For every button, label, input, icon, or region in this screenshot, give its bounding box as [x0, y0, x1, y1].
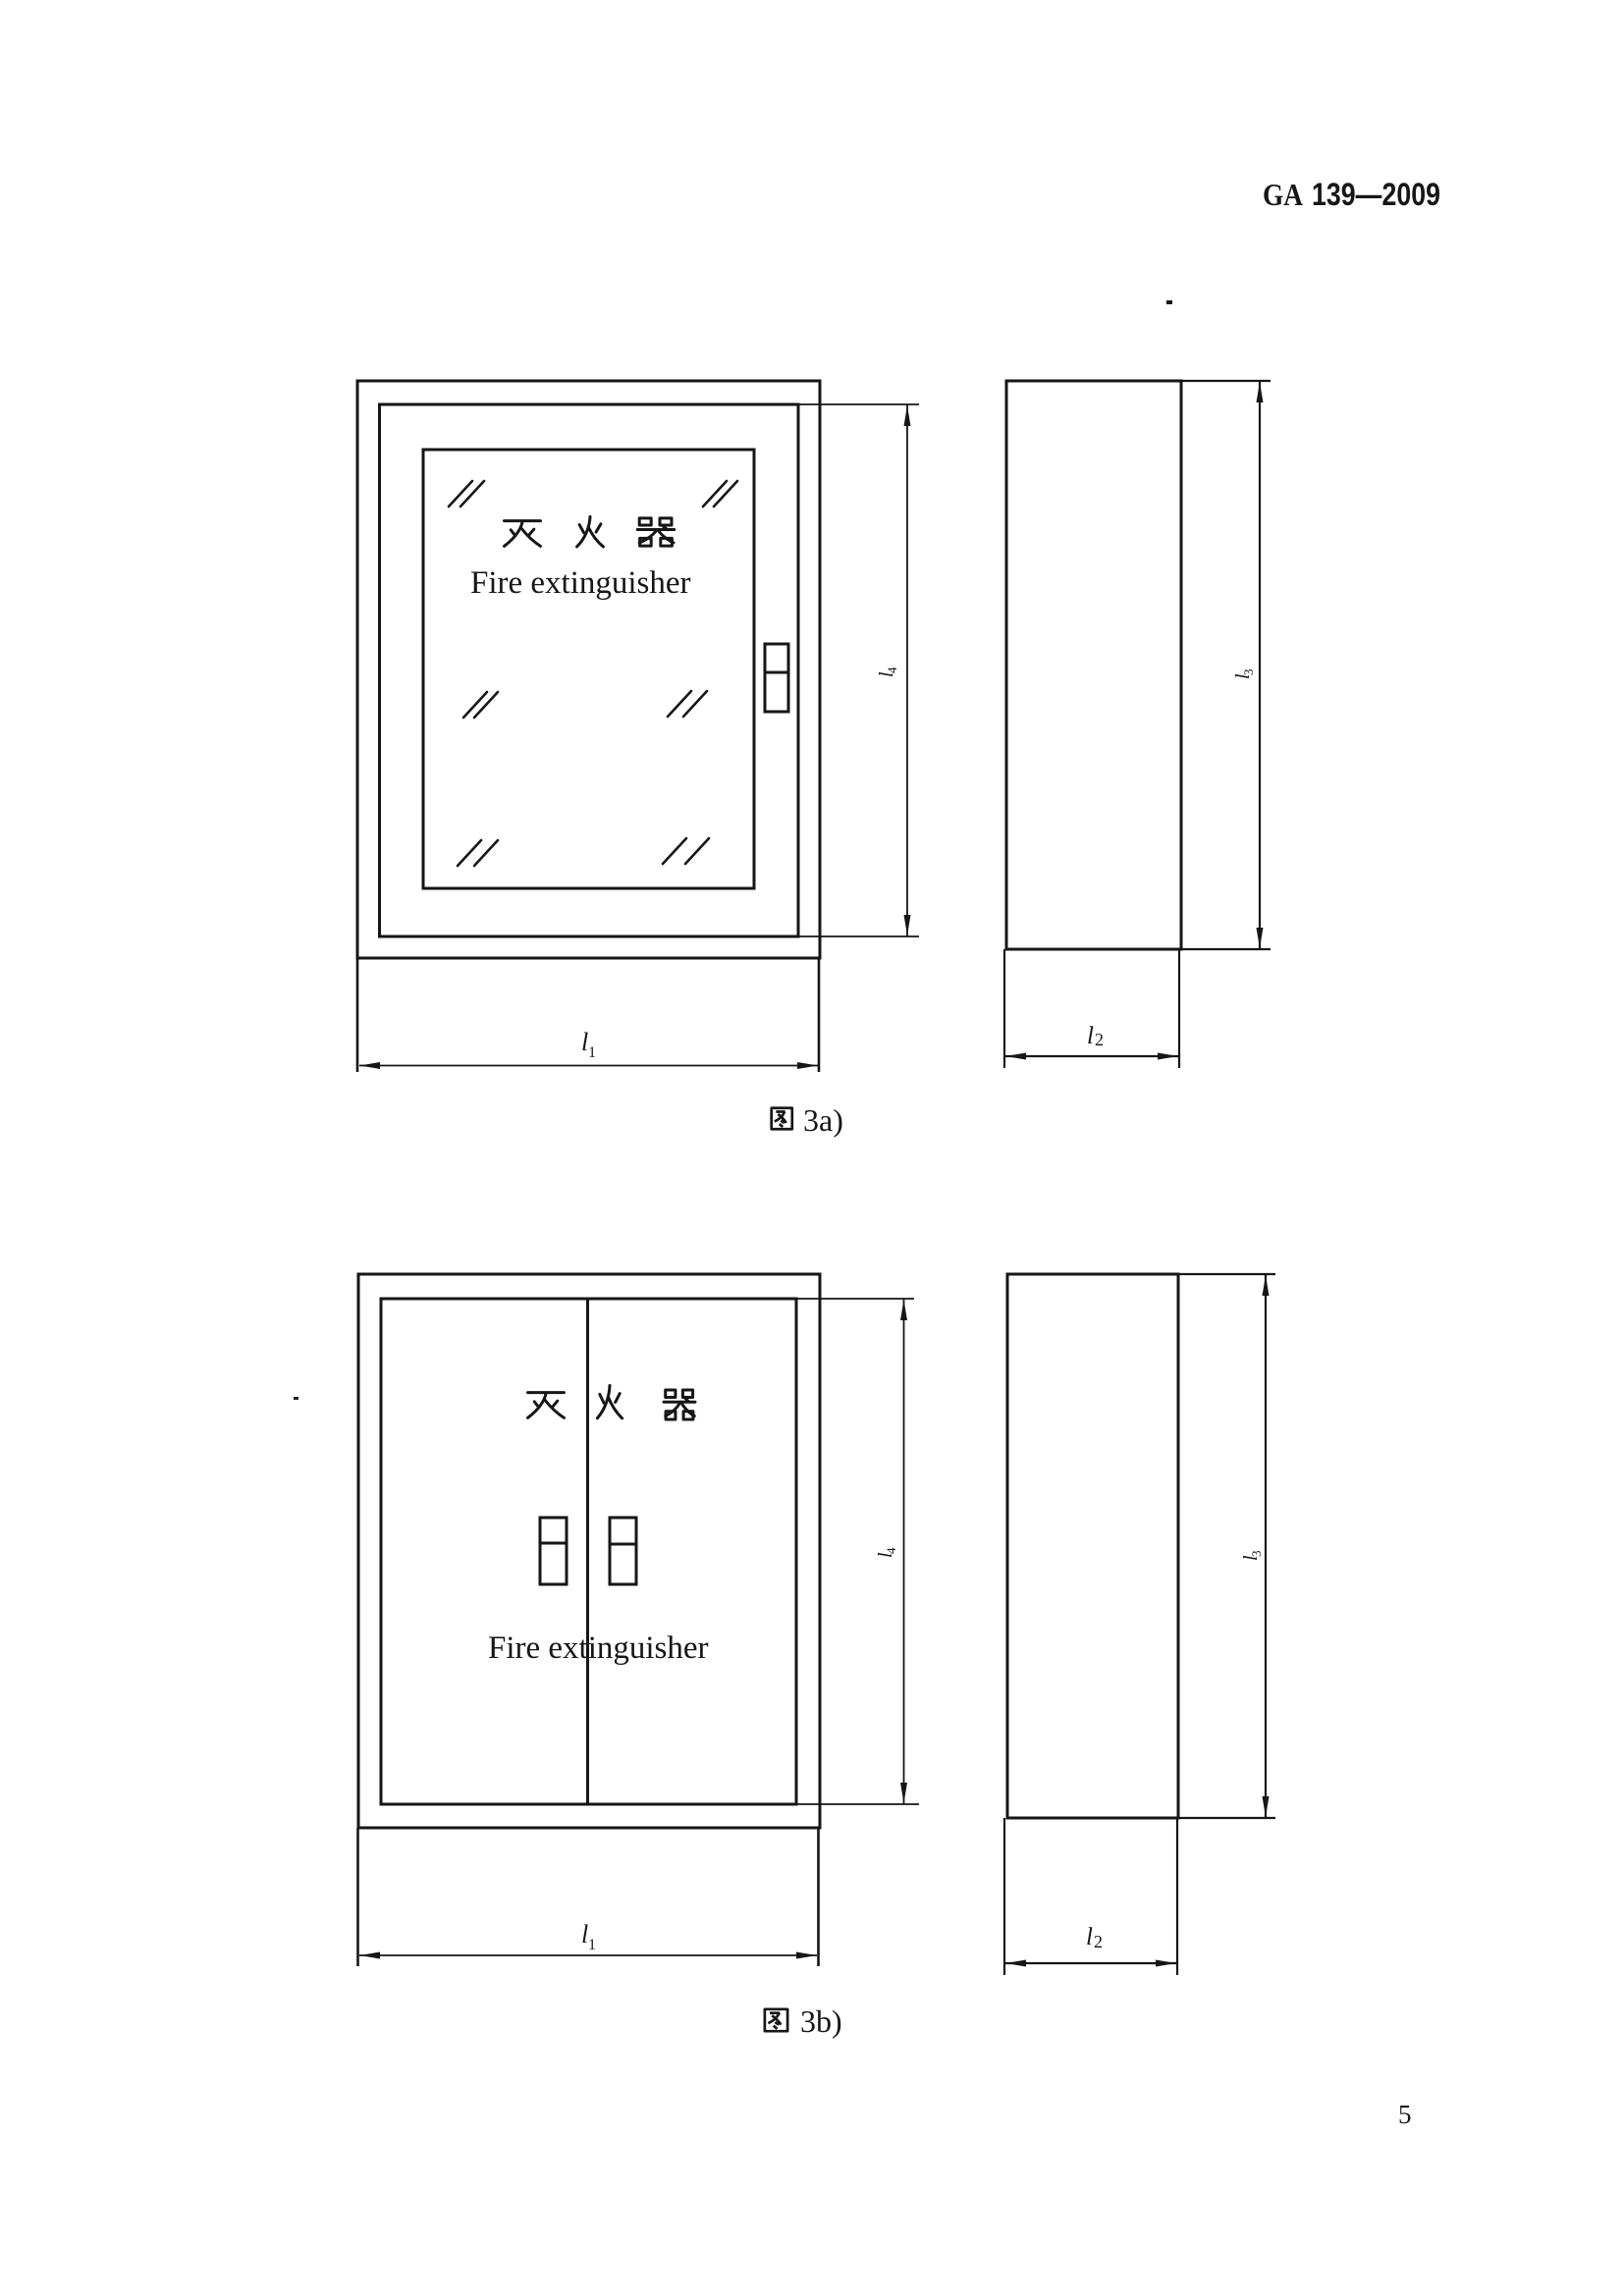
svg-text:l: l [1087, 1023, 1094, 1049]
svg-text:l: l [875, 1552, 896, 1558]
svg-text:l: l [1086, 1924, 1093, 1950]
svg-text:5: 5 [1398, 2100, 1412, 2129]
svg-text:4: 4 [885, 667, 899, 673]
svg-text:Fire extinguisher: Fire extinguisher [488, 1630, 709, 1666]
svg-text:l: l [1240, 1555, 1262, 1561]
svg-text:1: 1 [588, 1937, 596, 1953]
svg-text:1: 1 [588, 1044, 596, 1061]
svg-text:l: l [1232, 673, 1254, 679]
svg-text:Fire extinguisher: Fire extinguisher [470, 565, 691, 601]
svg-text:3a): 3a) [803, 1102, 843, 1138]
svg-text:3: 3 [1249, 1551, 1264, 1558]
svg-text:3b): 3b) [800, 2003, 842, 2039]
svg-text:2: 2 [1094, 1932, 1103, 1951]
svg-text:l: l [876, 671, 897, 677]
svg-text:l: l [581, 1920, 588, 1949]
svg-text:139—2009: 139—2009 [1312, 177, 1440, 212]
svg-text:2: 2 [1095, 1030, 1104, 1049]
svg-text:4: 4 [884, 1547, 898, 1554]
svg-text:GA: GA [1263, 177, 1303, 212]
svg-text:3: 3 [1241, 669, 1256, 676]
svg-text:l: l [581, 1028, 588, 1056]
